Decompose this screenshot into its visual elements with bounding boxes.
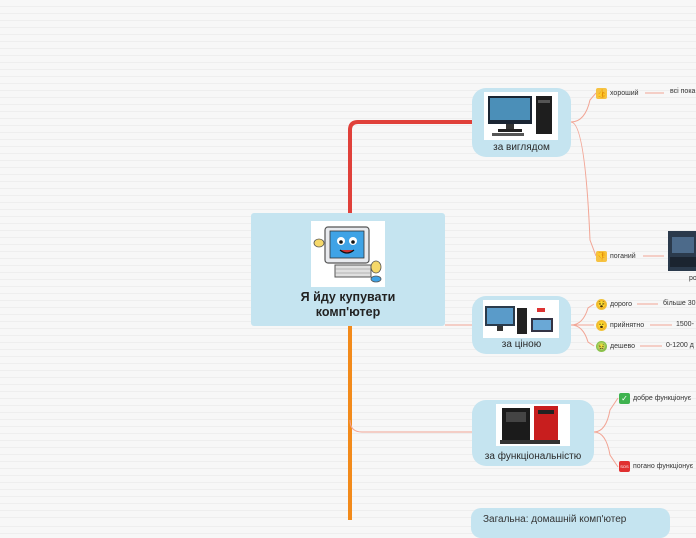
desktop-computer-image	[484, 92, 558, 140]
sos-icon: SOS	[619, 461, 630, 472]
branch-label: за функціональністю	[484, 451, 582, 462]
leaf-expensive[interactable]: 😵 дорого	[596, 299, 633, 310]
branch-functionality[interactable]: за функціональністю	[472, 400, 594, 466]
branch-summary[interactable]: Загальна: домашній комп'ютер	[471, 508, 670, 538]
leaf-detail: ро	[689, 275, 696, 282]
branch-label: за виглядом	[493, 142, 550, 153]
leaf-cheap[interactable]: 🤢 дешево	[596, 341, 636, 352]
leaf-bad-appearance[interactable]: 👎 поганий	[596, 251, 636, 262]
leaf-detail: більше 30	[663, 300, 696, 307]
computer-mascot-icon	[311, 221, 385, 287]
leaf-works-well[interactable]: ✓ добре функціонує	[619, 393, 691, 404]
root-topic[interactable]: Я йду купувати комп'ютер	[251, 213, 445, 326]
thumbs-up-icon: 👍	[596, 88, 607, 99]
leaf-good-appearance[interactable]: 👍 хороший	[596, 88, 639, 99]
computers-comparison-image	[483, 300, 559, 338]
nauseated-face-icon: 🤢	[596, 341, 607, 352]
branch-appearance[interactable]: за виглядом	[472, 88, 571, 157]
connector-lines	[348, 92, 672, 520]
old-computer-photo	[668, 231, 696, 271]
leaf-works-badly[interactable]: SOS погано функціонує	[619, 461, 694, 472]
leaf-detail: 1500-	[676, 321, 694, 328]
root-title: Я йду купувати комп'ютер	[300, 290, 396, 319]
dizzy-face-icon: 😵	[596, 299, 607, 310]
leaf-acceptable[interactable]: 😮 прийнятно	[596, 320, 645, 331]
gaming-computer-image	[496, 404, 570, 446]
branch-label: за ціною	[501, 339, 542, 350]
leaf-detail: 0-1200 д	[666, 342, 694, 349]
thumbs-down-icon: 👎	[596, 251, 607, 262]
surprised-face-icon: 😮	[596, 320, 607, 331]
leaf-detail: всі пока	[670, 88, 696, 95]
check-mark-icon: ✓	[619, 393, 630, 404]
branch-price[interactable]: за ціною	[472, 296, 571, 354]
